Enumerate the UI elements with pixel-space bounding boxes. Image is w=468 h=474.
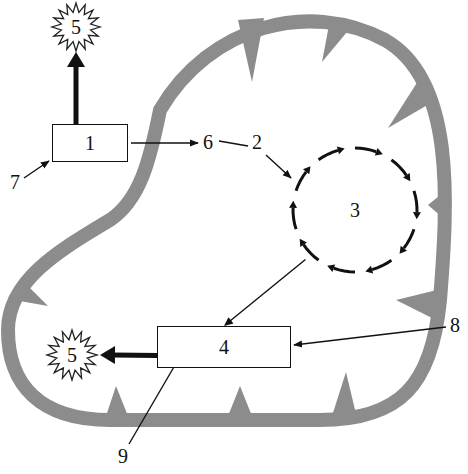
cycle-arrowhead (303, 166, 310, 174)
process-box: 4 (157, 326, 291, 368)
crista (332, 372, 356, 416)
flow-arrow (131, 142, 198, 143)
flow-connector (67, 52, 85, 124)
crista (322, 20, 352, 62)
cycle-arrowhead (327, 265, 335, 273)
cycle-arrowhead (289, 201, 297, 208)
cycle-arrow (293, 208, 296, 229)
outer-membrane (8, 21, 445, 420)
crista (428, 192, 444, 218)
cycle-arrow (372, 260, 391, 269)
cycle-arrowhead (375, 148, 383, 156)
connector-line (113, 353, 157, 358)
leader-line (129, 360, 178, 444)
callout-number: 9 (118, 446, 128, 466)
cycle-arrowhead (403, 173, 410, 181)
leader-line (24, 161, 49, 178)
crista (388, 78, 436, 128)
leader-line (219, 141, 248, 146)
cristae (14, 18, 444, 416)
node-number: 4 (219, 337, 229, 357)
flow-connector (100, 346, 157, 364)
crista (396, 290, 437, 318)
cycle-arrow (391, 160, 406, 175)
callout-number: 8 (450, 315, 460, 335)
node-number: 1 (85, 133, 95, 153)
star-outline (47, 330, 97, 380)
crista (14, 284, 48, 306)
cycle-arrow (304, 245, 319, 260)
cycle-arrow (334, 268, 355, 272)
connector-line (74, 65, 79, 124)
node-number: 3 (350, 200, 360, 220)
arrowhead (100, 346, 115, 364)
cycle-arrow (404, 229, 414, 248)
cycle-arrowhead (300, 239, 307, 247)
cycle-arrow (296, 172, 306, 191)
cycle-arrow (319, 150, 338, 159)
connector-line (229, 260, 305, 322)
energy-star: 5 (44, 329, 100, 381)
crista (238, 18, 264, 82)
leader-line (294, 327, 446, 345)
crista (106, 386, 128, 416)
callout-number: 7 (10, 172, 20, 192)
cycle-circle: 3 (285, 140, 425, 280)
node-number: 5 (67, 345, 77, 365)
flow-connector (224, 260, 305, 326)
star-outline (52, 3, 100, 51)
callout-number: 6 (203, 132, 213, 152)
cycle-arrowhead (400, 246, 407, 254)
arrowhead (67, 52, 85, 67)
energy-star: 5 (50, 2, 102, 52)
cycle-arrow (414, 191, 417, 212)
cycle-arrowhead (413, 212, 421, 219)
node-number: 5 (71, 17, 81, 37)
arrowhead (224, 317, 234, 326)
cycle-arrowhead (365, 266, 373, 274)
cycle-arrowhead (337, 147, 345, 155)
leader-line (266, 155, 291, 178)
callout-number: 2 (252, 132, 262, 152)
crista (228, 386, 252, 416)
process-box: 1 (52, 124, 128, 162)
cycle-arrow (355, 148, 376, 152)
